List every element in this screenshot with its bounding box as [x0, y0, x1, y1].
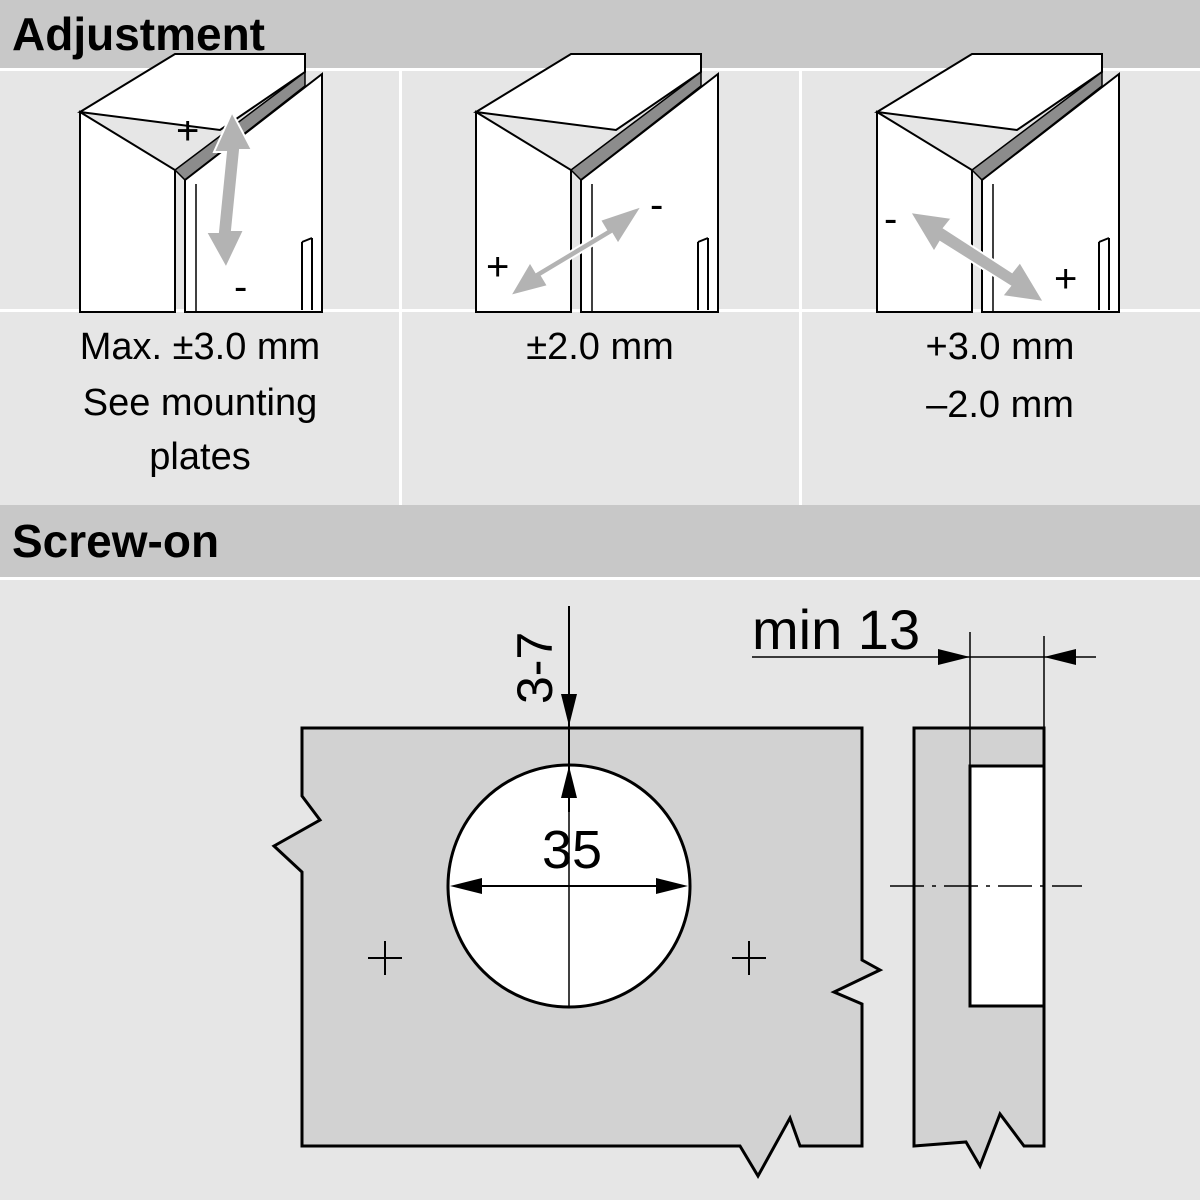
- col2-minus-label: -: [650, 183, 663, 227]
- col3-caption-line-1: +3.0 mm: [925, 326, 1075, 368]
- grid-line-horizontal-bottom: [0, 577, 1200, 580]
- col1-caption: Max. ±3.0 mm See mounting plates: [0, 318, 400, 498]
- cabinet-illustration-3: [876, 53, 1120, 313]
- cup-diameter-label: 35: [542, 820, 602, 880]
- edge-distance-label: 3-7: [507, 632, 563, 704]
- screw-hole-left-marker: [368, 941, 402, 975]
- col3-plus-label: +: [1054, 257, 1077, 301]
- col1-minus-label: -: [234, 265, 247, 309]
- cup-section: [968, 764, 1046, 1008]
- grid-line-horizontal-mid: [0, 309, 1200, 312]
- screw-on-title: Screw-on: [12, 515, 220, 567]
- col1-caption-line-1: Max. ±3.0 mm: [79, 326, 321, 368]
- adjust-arrow-vertical-icon: [204, 109, 254, 271]
- col2-caption-line-1: ±2.0 mm: [526, 326, 674, 368]
- door-panel-section: [912, 726, 1046, 1170]
- cabinet-illustration-2: [475, 53, 719, 313]
- col3-minus-label: -: [884, 197, 897, 241]
- cup-hole: [446, 763, 692, 1009]
- col1-caption-line-2: See mounting: [82, 382, 318, 424]
- min-thickness-label: min 13: [752, 598, 920, 661]
- col1-plus-label: +: [176, 109, 199, 153]
- grid-line-horizontal-top: [0, 68, 1200, 71]
- adjust-arrow-depth-icon: [507, 204, 645, 298]
- adjustment-title: Adjustment: [12, 8, 265, 60]
- door-panel-front: [271, 726, 884, 1180]
- grid-line-vertical-2: [799, 68, 802, 505]
- adjust-arrow-side-icon: [908, 210, 1046, 304]
- cabinet-illustration-1: [79, 53, 323, 313]
- grid-line-vertical-1: [399, 68, 402, 505]
- col2-plus-label: +: [486, 245, 509, 289]
- screw-hole-right-marker: [732, 941, 766, 975]
- col3-caption-line-2: –2.0 mm: [926, 384, 1074, 426]
- col1-caption-line-3: plates: [149, 436, 251, 478]
- screw-on-header: Screw-on: [0, 505, 1200, 577]
- col2-caption: ±2.0 mm: [400, 318, 800, 498]
- adjustment-header: Adjustment: [0, 0, 1200, 68]
- col3-caption: +3.0 mm –2.0 mm: [800, 318, 1200, 498]
